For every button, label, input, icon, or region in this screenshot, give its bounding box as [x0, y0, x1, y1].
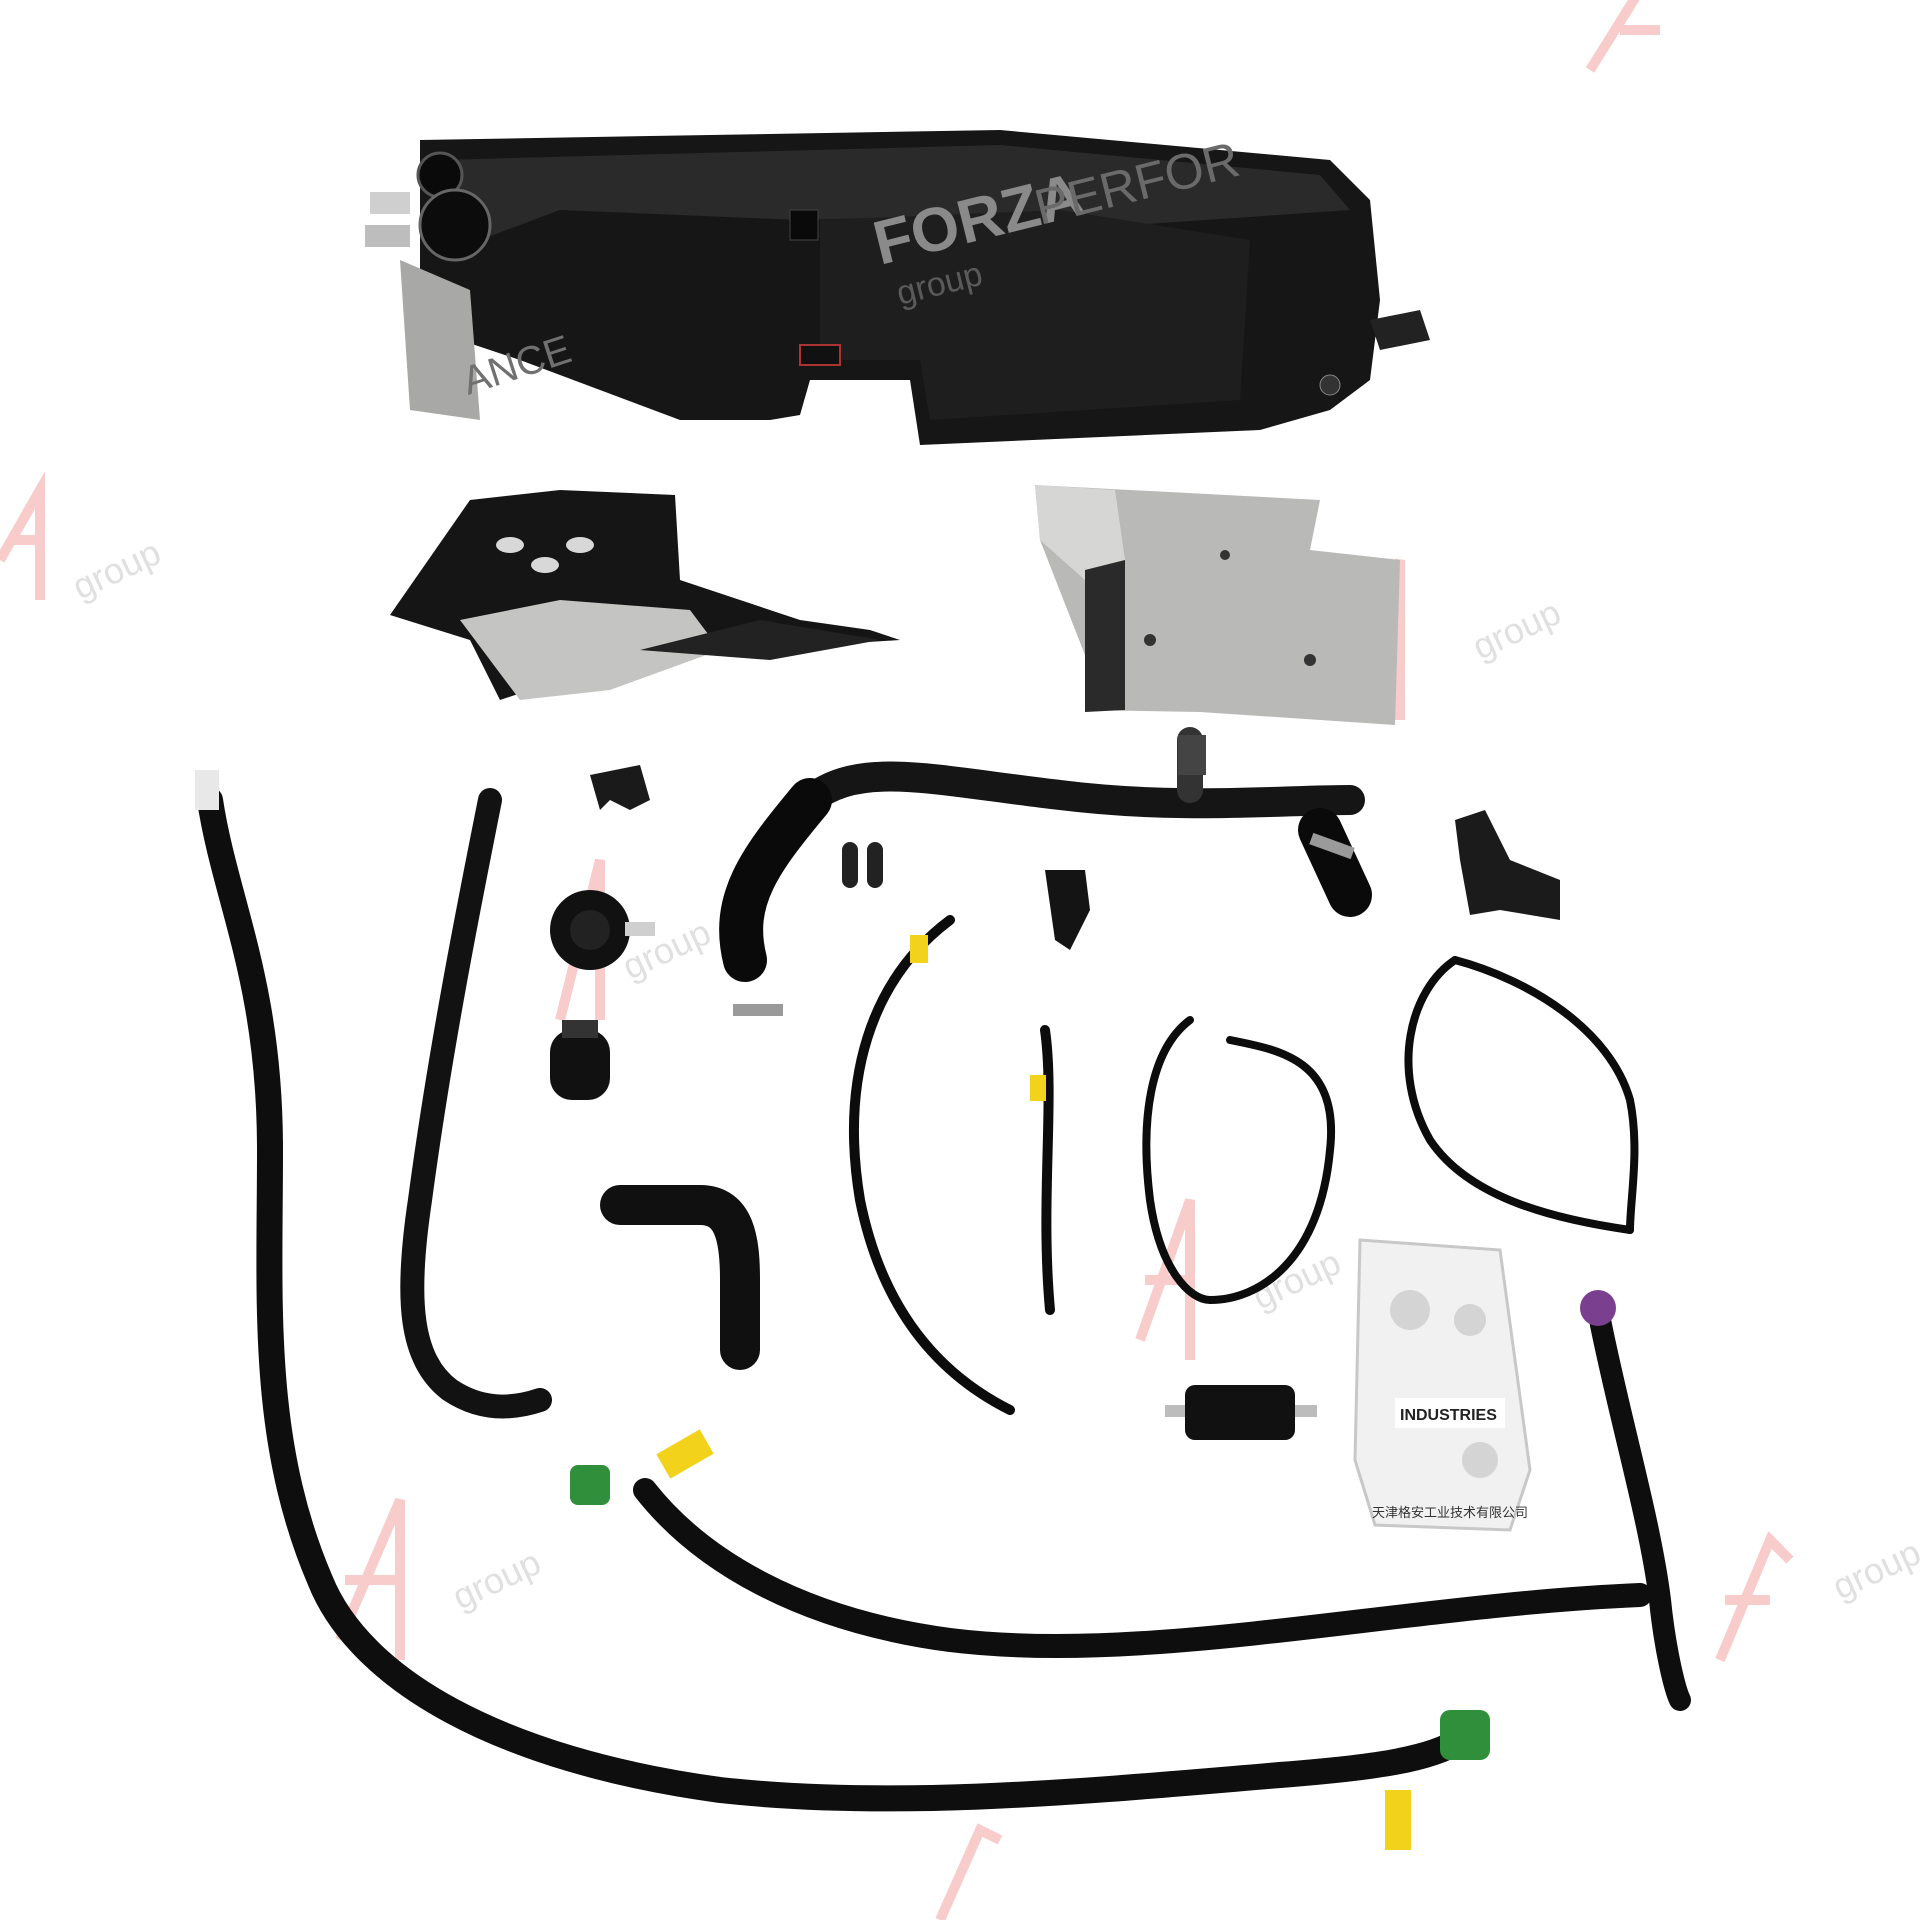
hose-tag — [910, 935, 928, 963]
small-bracket-top — [590, 765, 650, 810]
rollover-valve — [550, 890, 655, 970]
watermark-logo-icon — [935, 1823, 1003, 1920]
shield-bolt-hole — [1144, 634, 1156, 646]
bolt-icon — [1390, 1290, 1430, 1330]
fuel-line-c — [1142, 1016, 1336, 1305]
watermark-logo-icon — [335, 1498, 405, 1660]
quick-connector — [1440, 1710, 1490, 1760]
hose-long-left — [195, 770, 1490, 1850]
hose-clamp — [1309, 832, 1355, 860]
hardware-bag-label: INDUSTRIES — [1400, 1407, 1497, 1424]
filler-tube-bracket — [1178, 735, 1206, 775]
shield-bolt-hole — [1304, 654, 1316, 666]
hose-end-fitting — [195, 770, 219, 810]
watermark-group-text: group — [66, 531, 167, 607]
shield-bolt-hole — [1220, 550, 1230, 560]
bolt-icon — [1454, 1304, 1486, 1336]
hose-tag — [656, 1429, 714, 1479]
tank-bottom-fitting — [799, 344, 841, 366]
hardware-bag-company: 天津格安工业技术有限公司 — [1372, 1505, 1528, 1520]
fuel-line-d — [1404, 956, 1639, 1234]
tank-end-plate — [400, 260, 480, 420]
small-bracket-mid — [1045, 870, 1090, 950]
hose-clamp — [733, 1004, 783, 1016]
tank-bracket — [789, 209, 819, 241]
hose-tag — [1385, 1790, 1411, 1850]
hardware-bag: INDUSTRIES 天津格安工业技术有限公司 — [1353, 1238, 1532, 1532]
tank-mount-tab — [1370, 310, 1430, 350]
fuel-filter — [1165, 1385, 1317, 1440]
elbow-hose — [600, 1185, 760, 1370]
watermark-logo-icon — [0, 471, 45, 600]
bolt-icon — [1462, 1442, 1498, 1478]
vent-tube-left — [400, 788, 552, 1419]
fuel-line-a — [849, 915, 1015, 1415]
watermark-group-text: group — [1466, 591, 1567, 667]
quick-connector — [570, 1465, 610, 1505]
right-heat-shield — [1035, 485, 1400, 725]
fuel-line-b — [1030, 1025, 1055, 1315]
quick-connector-purple — [1580, 1290, 1616, 1326]
left-heat-shield — [390, 490, 900, 700]
tank-sensor-icon — [1319, 374, 1341, 396]
watermark-logo-icon — [1585, 0, 1660, 73]
tank-fitting — [370, 192, 410, 214]
watermark-logo-icon — [1715, 1531, 1794, 1662]
check-valve — [550, 1020, 610, 1100]
watermark-group-text: group — [446, 1541, 547, 1617]
filler-tube-assembly — [719, 727, 1372, 1016]
watermark-group-text: group — [1826, 1531, 1920, 1607]
small-bracket-right — [1455, 810, 1560, 920]
hose-tag — [1030, 1075, 1046, 1101]
vent-hose-right — [570, 1290, 1691, 1711]
fuel-tank — [365, 130, 1430, 445]
tank-fitting — [365, 225, 410, 247]
fuel-pump-flange-icon — [418, 188, 492, 262]
